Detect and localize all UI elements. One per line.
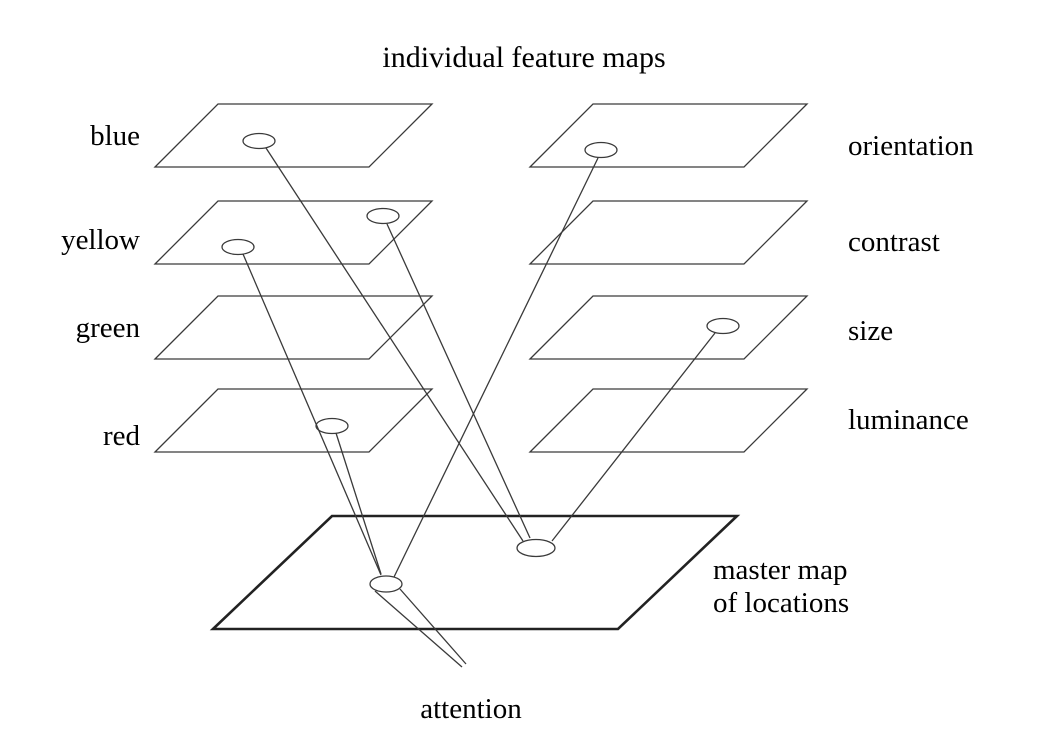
feature-blob-yellow-a bbox=[366, 207, 400, 225]
feature-blob-orientation bbox=[584, 141, 618, 159]
attention-spotlight-blob bbox=[369, 575, 403, 593]
line-size-to-master bbox=[551, 332, 716, 542]
feature-map-plane-green bbox=[153, 295, 434, 360]
feature-blob-size bbox=[706, 317, 740, 335]
feature-blob-blue bbox=[242, 132, 276, 150]
master-map-plane bbox=[209, 514, 741, 631]
attention-cone-edge-left bbox=[374, 590, 463, 668]
feature-map-plane-luminance bbox=[528, 388, 809, 453]
attention-cone-edge-right bbox=[399, 588, 467, 665]
master-map-label-line1: master map bbox=[713, 554, 848, 586]
feature-map-plane-size bbox=[528, 295, 809, 360]
master-map-location-blob bbox=[516, 538, 556, 558]
line-blue-to-master bbox=[265, 147, 524, 542]
line-red-to-attention bbox=[335, 432, 382, 575]
label-luminance: luminance bbox=[848, 404, 969, 436]
feature-blob-yellow-b bbox=[221, 238, 255, 256]
feature-map-plane-blue bbox=[153, 103, 434, 168]
feature-map-plane-red bbox=[153, 388, 434, 453]
master-map-label: master map of locations bbox=[713, 554, 849, 620]
attention-label: attention bbox=[420, 693, 522, 725]
feature-map-plane-yellow bbox=[153, 200, 434, 265]
feature-blob-red bbox=[315, 417, 349, 435]
line-yellow-b-to-attention bbox=[242, 253, 382, 576]
label-red: red bbox=[102, 420, 140, 452]
label-blue: blue bbox=[90, 120, 140, 152]
line-yellow-a-to-master bbox=[386, 223, 531, 539]
label-size: size bbox=[848, 315, 894, 347]
master-map-label-line2: of locations bbox=[713, 587, 850, 619]
feature-map-plane-contrast bbox=[528, 200, 809, 265]
label-orientation: orientation bbox=[848, 130, 974, 162]
label-yellow: yellow bbox=[61, 224, 140, 256]
line-orientation-to-attention bbox=[393, 157, 599, 578]
label-contrast: contrast bbox=[848, 226, 940, 258]
diagram-title: individual feature maps bbox=[382, 41, 666, 74]
feature-map-plane-orientation bbox=[528, 103, 809, 168]
label-green: green bbox=[75, 312, 140, 344]
